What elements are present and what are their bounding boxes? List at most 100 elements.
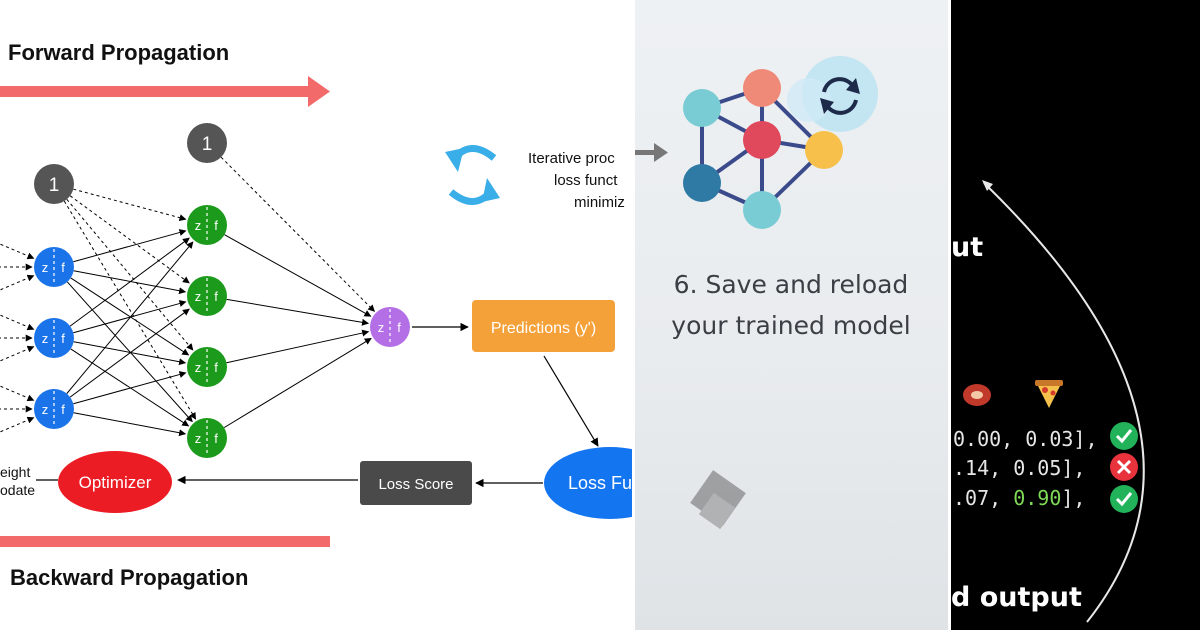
node-z-label: z	[42, 331, 49, 346]
node-f-label: f	[214, 360, 218, 375]
node-f-label: f	[214, 218, 218, 233]
output-row-2: .14, 0.05],	[953, 456, 1085, 480]
input-edge	[0, 416, 35, 433]
curved-arrow-head	[982, 180, 993, 191]
predictions-box: Predictions (y')	[472, 300, 615, 352]
output-edge	[224, 234, 372, 317]
backward-propagation-title: Backward Propagation	[10, 565, 248, 590]
network-graph-icon	[683, 69, 843, 229]
node-f-label: f	[61, 331, 65, 346]
loss-score-box: Loss Score	[360, 461, 472, 505]
iterative-text-line1: Iterative proc	[528, 150, 615, 167]
panel-separator	[632, 0, 635, 630]
arrow-right-icon	[634, 143, 668, 162]
output-row-3: .07, 0.90],	[953, 486, 1085, 510]
cross-icon	[1110, 453, 1138, 481]
heading-bottom: d output	[951, 582, 1082, 613]
node-f-label: f	[397, 320, 401, 335]
step-caption-line2: your trained model	[671, 311, 910, 340]
hidden-edge	[73, 270, 187, 295]
node-z-label: z	[42, 402, 49, 417]
input-edge	[0, 274, 35, 291]
node-z-label: z	[195, 289, 202, 304]
predictions-label: Predictions (y')	[491, 320, 596, 337]
output-row-3-prefix: .07,	[953, 486, 1013, 510]
hidden-edge	[70, 277, 190, 356]
hidden-edge	[70, 348, 190, 427]
hidden-edge	[73, 371, 187, 405]
model-output-panel: ut 0.00, 0.03], .14, 0.05], .07, 0.90], …	[949, 0, 1200, 630]
hidden-edge	[69, 237, 190, 327]
optimizer-ellipse: Optimizer	[58, 451, 172, 513]
node-f-label: f	[61, 260, 65, 275]
hidden-edge	[66, 241, 194, 394]
bias-edge	[220, 156, 375, 312]
backward-bar	[0, 536, 330, 547]
save-reload-panel: 6. Save and reload your trained model	[634, 0, 949, 630]
bias-edge	[66, 199, 194, 351]
output-illustration: ut 0.00, 0.03], .14, 0.05], .07, 0.90], …	[951, 180, 1145, 623]
hidden-edge	[73, 412, 187, 437]
weight-update-label-2: odate	[0, 482, 35, 498]
hidden-edge	[66, 281, 193, 423]
steak-emoji	[963, 384, 991, 406]
refresh-icon	[787, 56, 878, 132]
output-row-3-highlight: 0.90	[1013, 486, 1061, 510]
output-edge	[226, 329, 370, 364]
hidden-edge	[73, 229, 187, 263]
curved-arrow	[983, 182, 1145, 623]
node-f-label: f	[61, 402, 65, 417]
check-icon	[1110, 422, 1138, 450]
bias-node-2: 1	[187, 123, 227, 163]
input-edge	[0, 345, 35, 362]
panel-separator	[948, 0, 951, 630]
bias-edge	[63, 200, 197, 420]
pizza-emoji	[1035, 380, 1063, 408]
input-edge	[0, 385, 35, 402]
output-edge	[223, 337, 372, 429]
save-reload-illustration: 6. Save and reload your trained model	[634, 56, 911, 530]
check-icon	[1110, 485, 1138, 513]
svg-text:1: 1	[49, 175, 60, 196]
bias-node-1: 1	[34, 164, 74, 204]
input-edge	[0, 243, 35, 260]
hidden-edge	[73, 341, 187, 366]
hidden-edge	[69, 308, 190, 398]
network-edges	[0, 156, 375, 437]
optimizer-label: Optimizer	[79, 473, 152, 492]
heading-top: ut	[951, 232, 983, 263]
iterative-text-line2: loss funct	[554, 172, 618, 189]
node-z-label: z	[195, 431, 202, 446]
loss-function-label: Loss Fu	[568, 473, 632, 493]
network-diagram: Forward Propagation Backward Propagation…	[0, 40, 634, 590]
output-edge	[226, 298, 369, 326]
node-z-label: z	[42, 260, 49, 275]
neural-network-diagram-panel: Forward Propagation Backward Propagation…	[0, 40, 634, 590]
node-z-label: z	[378, 320, 385, 335]
input-edge	[0, 314, 35, 331]
node-z-label: z	[195, 360, 202, 375]
loss-score-label: Loss Score	[378, 476, 453, 493]
bias-edge	[69, 195, 190, 284]
node-f-label: f	[214, 431, 218, 446]
iterative-text-line3: minimiz	[574, 194, 625, 211]
forward-arrow-bar	[0, 76, 330, 107]
output-row-1: 0.00, 0.03],	[953, 427, 1098, 451]
forward-propagation-title: Forward Propagation	[8, 40, 229, 65]
loss-function-ellipse: Loss Fu	[544, 447, 634, 519]
bias-edge	[73, 188, 187, 222]
svg-text:1: 1	[202, 134, 213, 155]
node-z-label: z	[195, 218, 202, 233]
output-row-3-suffix: ],	[1061, 486, 1085, 510]
step-caption-line1: 6. Save and reload	[674, 270, 909, 299]
predictions-to-loss-arrow	[543, 355, 599, 447]
